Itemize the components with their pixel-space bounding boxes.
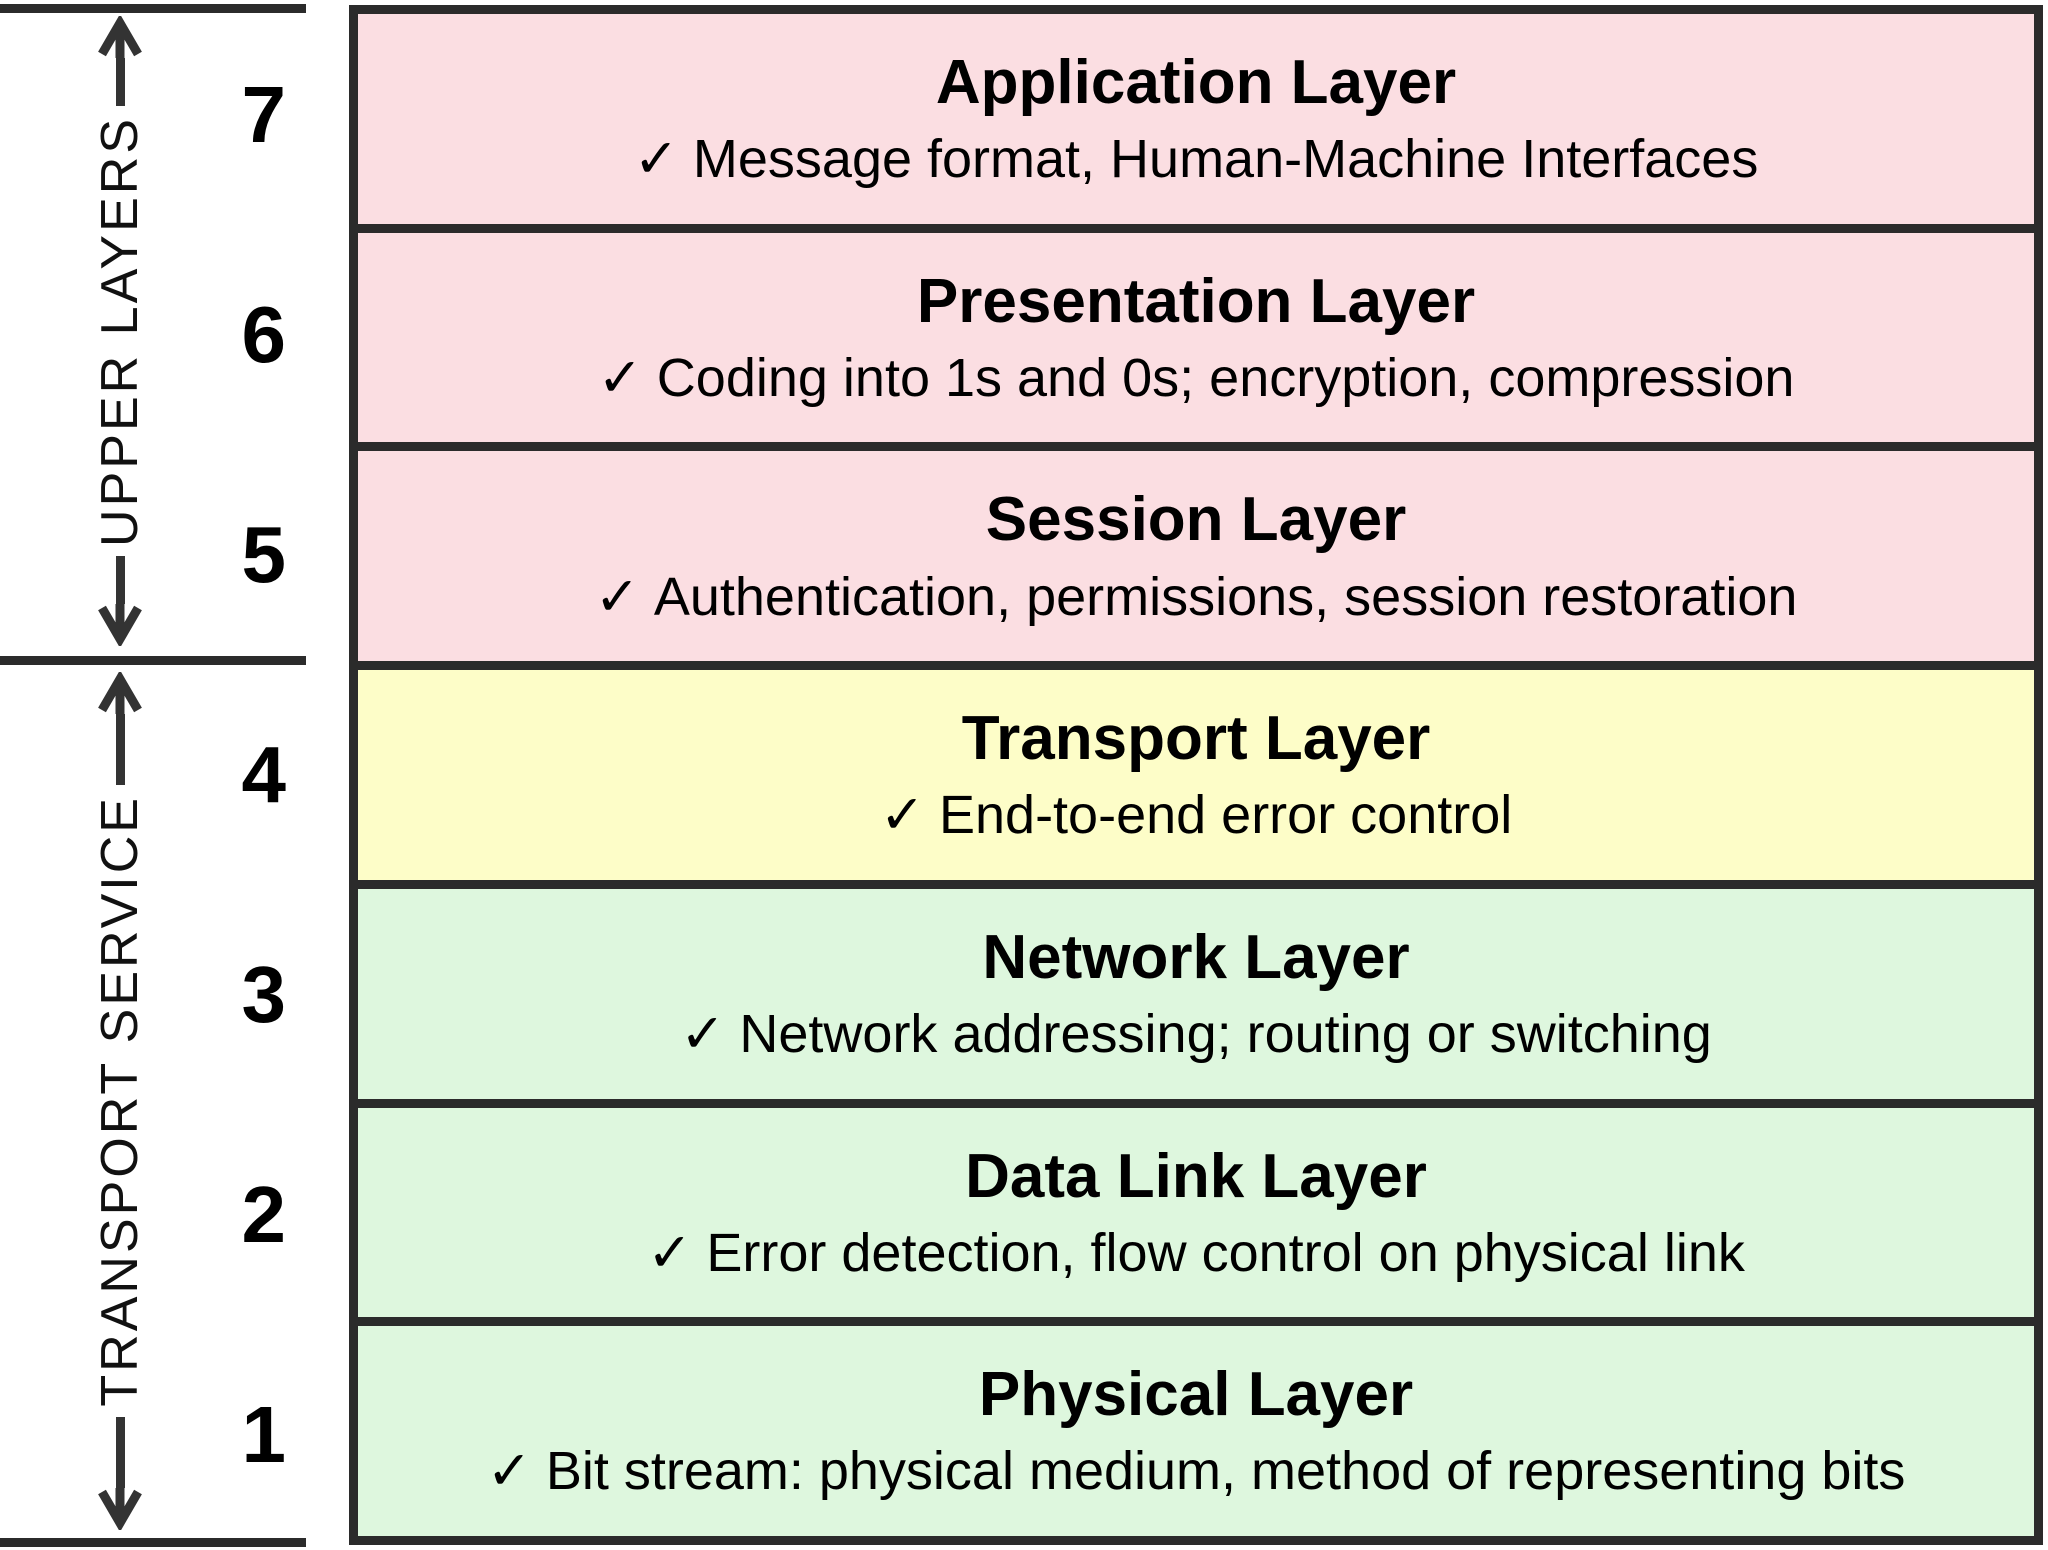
layer-title: Network Layer: [982, 922, 1410, 992]
checkmark-icon: ✓: [597, 347, 643, 408]
checkmark-icon: ✓: [594, 566, 640, 627]
layer-row-session: Session Layer ✓Authentication, permissio…: [358, 442, 2034, 662]
layer-number-6: 6: [241, 290, 287, 379]
upper-layers-axis: UPPER LAYERS: [0, 16, 240, 647]
layer-row-physical: Physical Layer ✓Bit stream: physical med…: [358, 1317, 2034, 1537]
checkmark-icon: ✓: [633, 129, 679, 190]
axis-divider-middle: [0, 656, 306, 665]
axis-divider-bottom: [0, 1538, 306, 1547]
layer-title: Session Layer: [985, 485, 1407, 555]
layer-number-5: 5: [241, 510, 287, 599]
layer-row-application: Application Layer ✓Message format, Human…: [358, 14, 2034, 224]
layer-title: Transport Layer: [961, 704, 1431, 774]
checkmark-icon: ✓: [647, 1222, 693, 1283]
checkmark-icon: ✓: [680, 1003, 726, 1064]
arrow-up-icon: [98, 672, 142, 714]
layer-description: ✓Coding into 1s and 0s; encryption, comp…: [597, 347, 1795, 408]
arrow-shaft: [115, 1416, 125, 1489]
layer-description: ✓Network addressing; routing or switchin…: [680, 1006, 1712, 1063]
layer-description: ✓Authentication, permissions, session re…: [594, 566, 1798, 627]
layer-description-text: Bit stream: physical medium, method of r…: [545, 1441, 1906, 1502]
layer-title: Physical Layer: [978, 1360, 1414, 1430]
layer-description-text: Message format, Human-Machine Interfaces: [692, 129, 1759, 190]
layer-description: ✓Bit stream: physical medium, method of …: [487, 1443, 1906, 1500]
checkmark-icon: ✓: [879, 785, 925, 846]
layer-row-transport: Transport Layer ✓End-to-end error contro…: [358, 661, 2034, 880]
layer-description: ✓End-to-end error control: [880, 787, 1513, 844]
layer-description-text: End-to-end error control: [938, 785, 1513, 846]
layer-number-1: 1: [241, 1390, 287, 1479]
layer-title: Data Link Layer: [965, 1141, 1427, 1211]
layer-stack: Application Layer ✓Message format, Human…: [349, 5, 2043, 1545]
layer-description-text: Error detection, flow control on physica…: [706, 1222, 1745, 1283]
layer-description-text: Network addressing; routing or switching: [739, 1003, 1712, 1064]
layer-description: ✓Error detection, flow control on physic…: [647, 1222, 1745, 1283]
layer-number-4: 4: [241, 730, 287, 819]
arrow-shaft: [115, 58, 125, 106]
arrow-shaft: [115, 556, 125, 605]
layer-description-text: Coding into 1s and 0s; encryption, compr…: [656, 347, 1795, 408]
layer-title: Presentation Layer: [916, 266, 1476, 336]
layer-number-3: 3: [241, 950, 287, 1039]
arrow-down-icon: [98, 604, 142, 647]
layer-number-7: 7: [241, 70, 287, 159]
layer-description: ✓Message format, Human-Machine Interface…: [634, 131, 1759, 188]
layer-row-network: Network Layer ✓Network addressing; routi…: [358, 879, 2034, 1099]
arrow-down-icon: [98, 1488, 142, 1531]
arrow-shaft: [115, 714, 125, 786]
layer-row-presentation: Presentation Layer ✓Coding into 1s and 0…: [358, 223, 2034, 443]
checkmark-icon: ✓: [486, 1441, 532, 1502]
arrow-up-icon: [98, 16, 142, 58]
layer-title: Application Layer: [935, 47, 1457, 117]
axis-divider-top: [0, 4, 306, 13]
layer-number-2: 2: [241, 1170, 287, 1259]
layer-description-text: Authentication, permissions, session res…: [653, 566, 1798, 627]
layer-row-data-link: Data Link Layer ✓Error detection, flow c…: [358, 1098, 2034, 1318]
transport-service-axis: TRANSPORT SERVICE: [0, 672, 240, 1531]
